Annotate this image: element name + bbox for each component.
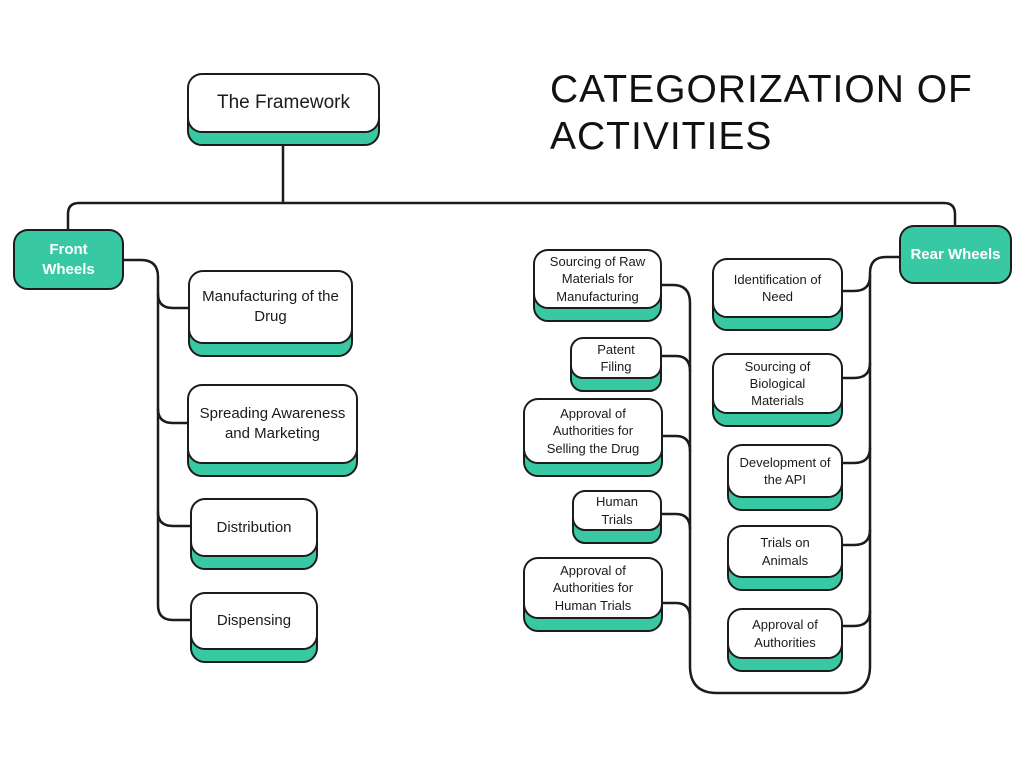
node-distribution: Distribution (190, 498, 318, 570)
node-label: Sourcing of Biological Materials (712, 353, 843, 414)
node-label: Approval of Authorities (727, 608, 843, 659)
connector-branch-sourcing-bio (840, 361, 872, 380)
node-label: Identification of Need (712, 258, 843, 318)
node-rear-wheels: Rear Wheels (899, 225, 1012, 284)
connector-branch-identification (840, 274, 872, 293)
node-trials-on-animals: Trials on Animals (727, 525, 843, 591)
node-label: Sourcing of Raw Materials for Manufactur… (533, 249, 662, 309)
node-label: Patent Filing (570, 337, 662, 379)
node-approval-of-authorities: Approval of Authorities (727, 608, 843, 672)
connector-branch-approval-auth (840, 609, 872, 628)
node-label: Approval of Authorities for Human Trials (523, 557, 663, 619)
node-patent-filing: Patent Filing (570, 337, 662, 392)
node-label: Manufacturing of the Drug (188, 270, 353, 344)
connector-branch-human-trials (659, 512, 692, 531)
node-sourcing-of-biological-materials: Sourcing of Biological Materials (712, 353, 843, 427)
node-label: Development of the API (727, 444, 843, 498)
connector-branch-approval-selling (660, 434, 692, 453)
node-approval-authorities-human-trials: Approval of Authorities for Human Trials (523, 557, 663, 632)
connector-front-trunk (122, 258, 193, 622)
node-label: Human Trials (572, 490, 662, 531)
node-label: Distribution (190, 498, 318, 557)
connector-branch-development (840, 446, 872, 465)
node-front-wheels: Front Wheels (13, 229, 124, 290)
connector-rear-loop (659, 255, 901, 695)
node-label: Front Wheels (13, 229, 124, 290)
node-label: Approval of Authorities for Selling the … (523, 398, 663, 464)
node-label: Spreading Awareness and Marketing (187, 384, 358, 464)
node-label: Rear Wheels (899, 225, 1012, 284)
connector-branch-spreading (156, 407, 190, 425)
page-title: CATEGORIZATION OF ACTIVITIES (550, 68, 973, 158)
node-identification-of-need: Identification of Need (712, 258, 843, 331)
node-label: Dispensing (190, 592, 318, 650)
node-spreading-awareness-and-marketing: Spreading Awareness and Marketing (187, 384, 358, 477)
node-sourcing-of-raw-materials: Sourcing of Raw Materials for Manufactur… (533, 249, 662, 322)
node-label: Trials on Animals (727, 525, 843, 578)
node-dispensing: Dispensing (190, 592, 318, 663)
node-label: The Framework (187, 73, 380, 133)
node-manufacturing-of-the-drug: Manufacturing of the Drug (188, 270, 353, 357)
node-development-of-the-api: Development of the API (727, 444, 843, 511)
node-the-framework: The Framework (187, 73, 380, 146)
connector-branch-distribution (156, 510, 193, 528)
connector-branch-patent (659, 354, 692, 373)
connector-branch-manufacturing (156, 292, 191, 310)
node-approval-authorities-selling: Approval of Authorities for Selling the … (523, 398, 663, 477)
node-human-trials: Human Trials (572, 490, 662, 544)
connector-top-bar (66, 201, 957, 231)
connector-branch-trials-animals (840, 528, 872, 547)
connector-branch-approval-human (660, 601, 692, 620)
